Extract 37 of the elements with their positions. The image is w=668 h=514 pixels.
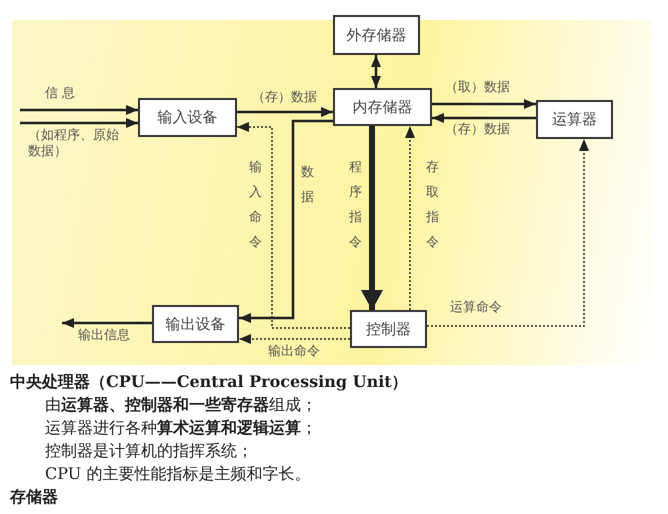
arrow — [239, 334, 350, 344]
process-box: 控制器 — [350, 310, 427, 348]
edge-label: 运算命令 — [450, 300, 502, 316]
process-box: 内存储器 — [333, 88, 432, 126]
arrow — [405, 126, 415, 310]
text-line: 运算器进行各种算术运算和逻辑运算； — [45, 418, 317, 439]
arrow — [237, 122, 350, 329]
arrow — [371, 55, 381, 88]
edge-label: 输出命令 — [268, 344, 320, 360]
process-box: 输入设备 — [138, 98, 237, 137]
edge-label: 输入命令 — [249, 159, 263, 252]
arrow — [239, 120, 333, 323]
edge-label: 存取指令 — [426, 159, 440, 252]
edge-label: 输出信息 — [78, 328, 130, 344]
arrow — [432, 99, 536, 109]
process-box: 运算器 — [536, 100, 613, 139]
process-box: 外存储器 — [333, 15, 420, 55]
edge-label: （如程序、原始数据） — [28, 128, 120, 160]
arrow — [20, 105, 138, 115]
arrow — [432, 113, 536, 123]
arrow — [237, 107, 333, 117]
arrow — [20, 118, 138, 128]
arrow — [62, 318, 152, 328]
arrow — [361, 126, 383, 310]
text-line: 由运算器、控制器和一些寄存器组成； — [45, 395, 317, 416]
arrow — [427, 139, 589, 327]
heading: 中央处理器（CPU——Central Processing Unit） — [10, 372, 408, 393]
edge-label: （存）数据 — [252, 90, 317, 106]
edge-label: 信 息 — [45, 86, 76, 102]
edge-label: （存）数据 — [445, 122, 510, 138]
edge-label: 程序指令 — [349, 159, 363, 252]
heading: 存储器 — [10, 487, 58, 508]
edge-label: （取）数据 — [445, 80, 510, 96]
process-box: 输出设备 — [152, 305, 239, 343]
text-line: CPU 的主要性能指标是主频和字长。 — [45, 464, 310, 485]
edge-label: 数据 — [301, 164, 315, 207]
text-line: 控制器是计算机的指挥系统； — [45, 441, 253, 462]
